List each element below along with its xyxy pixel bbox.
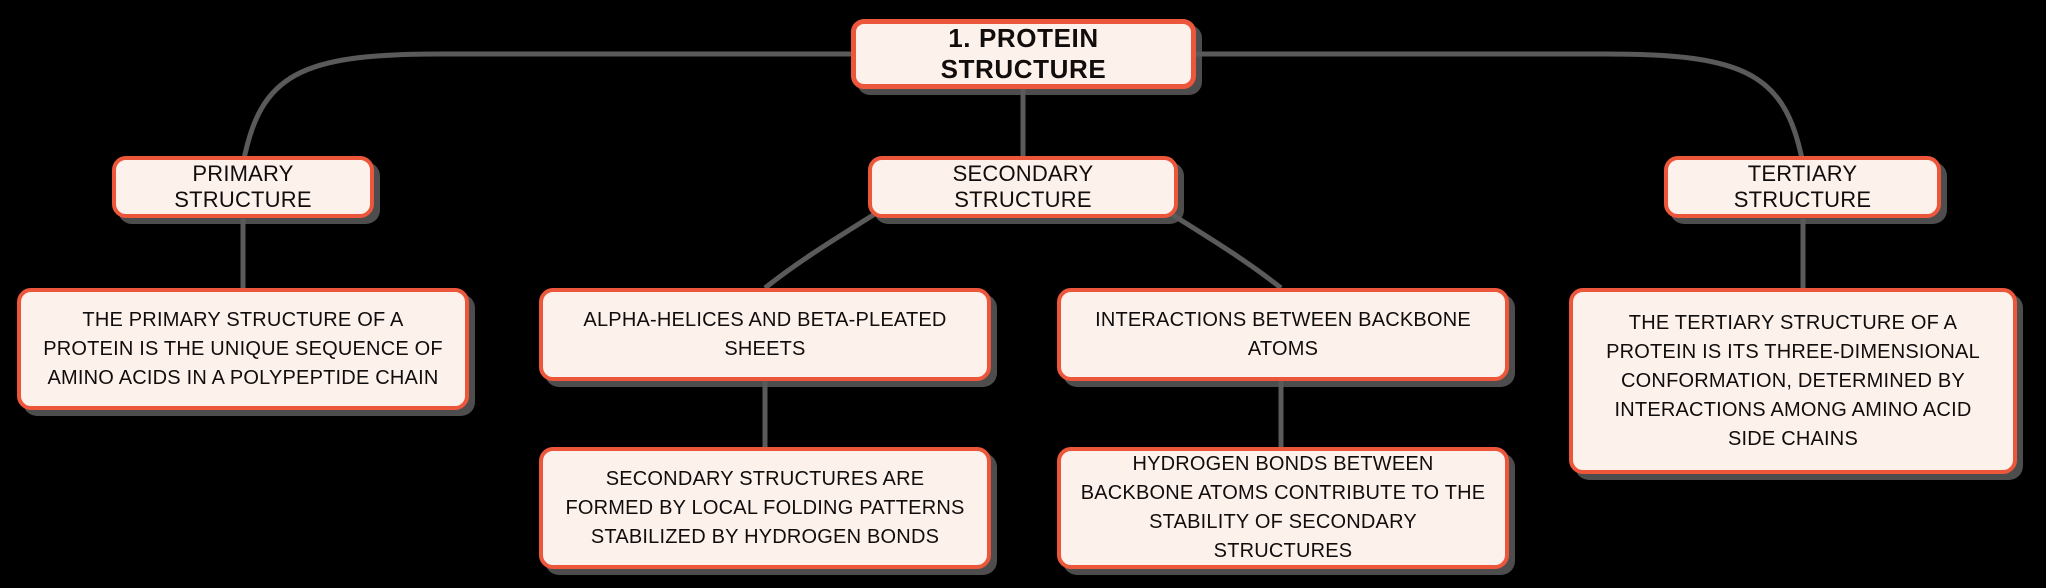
node-secondary-structure-detail[interactable]: SECONDARY STRUCTURES ARE FORMED BY LOCAL… [539,447,991,569]
edge-secondary-to-alpha-helices [763,209,880,290]
node-backbone-interactions[interactable]: INTERACTIONS BETWEEN BACKBONE ATOMS [1057,288,1509,381]
node-tertiary-structure-detail-label: THE TERTIARY STRUCTURE OF A PROTEIN IS I… [1606,311,1980,450]
node-tertiary-structure-detail[interactable]: THE TERTIARY STRUCTURE OF A PROTEIN IS I… [1569,288,2017,474]
edge-root-to-primary [240,51,851,165]
node-root-label: 1. PROTEIN STRUCTURE [940,23,1107,84]
node-primary-structure-detail-label: THE PRIMARY STRUCTURE OF A PROTEIN IS TH… [43,308,443,389]
node-primary-structure[interactable]: PRIMARY STRUCTURE [112,156,374,218]
node-secondary-structure-label: SECONDARY STRUCTURE [952,161,1094,212]
node-hydrogen-bonds-detail-label: HYDROGEN BONDS BETWEEN BACKBONE ATOMS CO… [1080,453,1486,562]
edge-root-to-tertiary [1196,51,1806,165]
node-root-protein-structure[interactable]: 1. PROTEIN STRUCTURE [851,19,1196,89]
node-hydrogen-bonds-detail[interactable]: HYDROGEN BONDS BETWEEN BACKBONE ATOMS CO… [1057,447,1509,569]
node-primary-structure-detail[interactable]: THE PRIMARY STRUCTURE OF A PROTEIN IS TH… [17,288,469,410]
edge-secondary-to-backbone-interactions [1166,209,1283,290]
node-secondary-structure-detail-label: SECONDARY STRUCTURES ARE FORMED BY LOCAL… [565,467,965,548]
node-alpha-helices-beta-sheets-label: ALPHA-HELICES AND BETA-PLEATED SHEETS [583,308,947,360]
node-primary-structure-label: PRIMARY STRUCTURE [174,161,312,212]
node-secondary-structure[interactable]: SECONDARY STRUCTURE [868,156,1178,218]
node-tertiary-structure[interactable]: TERTIARY STRUCTURE [1664,156,1941,218]
node-alpha-helices-beta-sheets[interactable]: ALPHA-HELICES AND BETA-PLEATED SHEETS [539,288,991,381]
node-backbone-interactions-label: INTERACTIONS BETWEEN BACKBONE ATOMS [1095,308,1471,360]
node-tertiary-structure-label: TERTIARY STRUCTURE [1733,161,1872,212]
